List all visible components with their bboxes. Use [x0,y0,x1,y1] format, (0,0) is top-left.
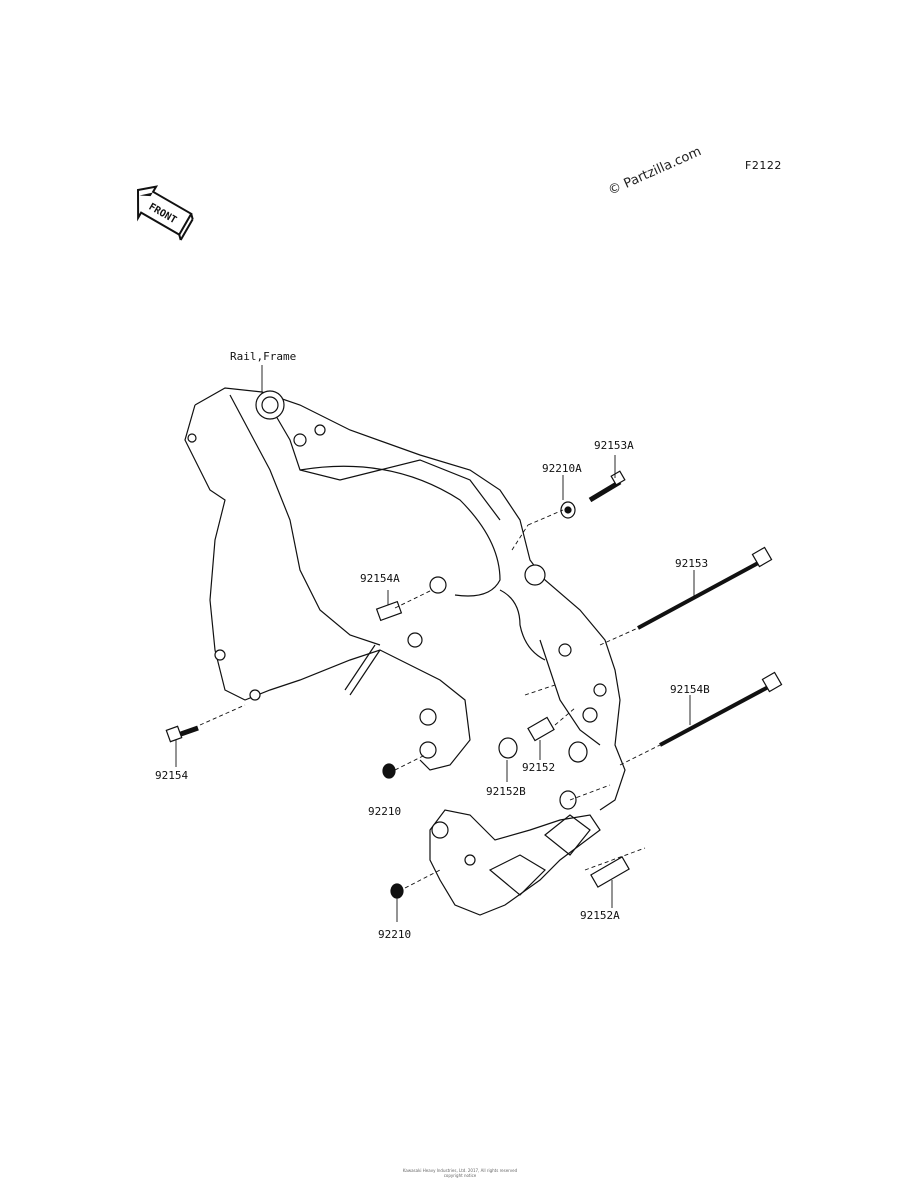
leader-lines [175,365,695,922]
front-arrow-icon: FRONT [136,185,194,241]
nut-92210-lower-icon [390,883,404,899]
bolt-92154a-icon [375,600,403,622]
washer-92210a-icon [560,501,576,519]
bolt-92154b-icon [659,671,783,747]
rail-frame [184,387,626,916]
collar-92152b-icon [498,737,518,759]
label-92210-lower: 92210 [378,928,411,941]
collar-92152-icon [527,716,555,742]
footer-line-1: Kawasaki Heavy Industries, Ltd. 2017, Al… [402,1168,518,1173]
part-labels: Rail,Frame 92153A 92210A 92154A 92153 92… [155,350,710,941]
frame-bosses [187,390,607,866]
label-92154b: 92154B [670,683,710,696]
bolt-92154-icon [165,725,199,743]
label-92153: 92153 [675,557,708,570]
copyright-footer: Kawasaki Heavy Industries, Ltd. 2017, Al… [330,1168,590,1178]
label-92153a: 92153A [594,439,634,452]
collar-92152a-icon [590,856,630,888]
label-92154: 92154 [155,769,188,782]
bolt-92153a-icon [588,470,626,503]
footer-line-2: copyright notice [443,1173,477,1178]
label-92152: 92152 [522,761,555,774]
label-rail-frame: Rail,Frame [230,350,296,363]
label-92152b: 92152B [486,785,526,798]
diagram-code: F2122 [745,159,782,172]
label-92154a: 92154A [360,572,400,585]
fastener-parts [165,470,783,899]
label-92210a: 92210A [542,462,582,475]
label-92210-upper: 92210 [368,805,401,818]
label-92152a: 92152A [580,909,620,922]
bolt-92153-icon [637,546,773,630]
nut-92210-upper-icon [382,763,396,779]
